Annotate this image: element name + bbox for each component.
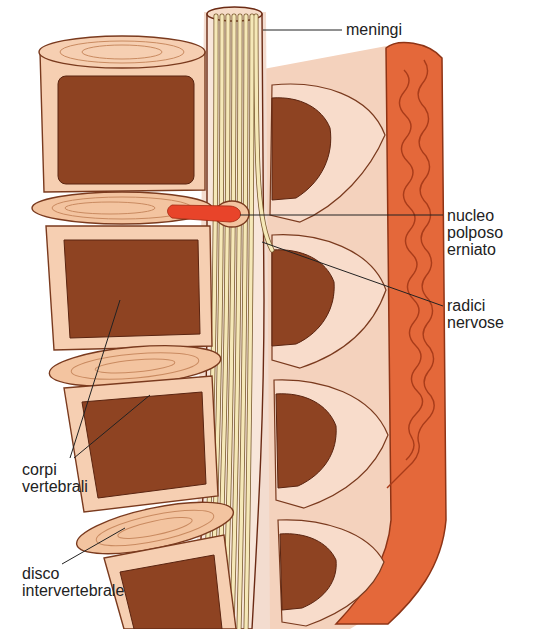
vertebral-body-core bbox=[82, 392, 206, 498]
leader-line bbox=[74, 395, 150, 458]
pedicle bbox=[276, 394, 336, 488]
lamina bbox=[270, 84, 385, 222]
part-label: nucleo polposo erniato bbox=[447, 207, 527, 258]
lamina bbox=[278, 520, 384, 626]
end-plate bbox=[39, 36, 205, 68]
nerve-strand bbox=[225, 16, 234, 629]
pedicle bbox=[272, 98, 331, 200]
end-plate-ring bbox=[60, 41, 184, 63]
part-label: corpi vertebrali bbox=[22, 461, 107, 495]
muscle-fiber bbox=[399, 70, 422, 460]
soft-tissue bbox=[255, 45, 398, 629]
nerve-strand bbox=[239, 16, 246, 629]
nerve-strand bbox=[246, 16, 252, 629]
herniated-nucleus bbox=[168, 205, 241, 222]
vertebral-body-core bbox=[64, 240, 200, 338]
lamina bbox=[272, 235, 386, 368]
part-label: disco intervertebrale bbox=[22, 565, 147, 599]
vertebral-body-core bbox=[120, 555, 222, 629]
vertebral-body bbox=[40, 52, 205, 192]
muscle-fiber bbox=[387, 60, 434, 488]
lamina bbox=[274, 380, 388, 508]
disc-ring bbox=[65, 202, 155, 214]
vertebral-body bbox=[46, 226, 212, 350]
leader-line bbox=[240, 215, 443, 216]
leader-line bbox=[62, 528, 125, 564]
leader-line bbox=[263, 30, 342, 31]
leader-lines bbox=[62, 30, 443, 564]
end-plate-ring bbox=[82, 45, 162, 59]
leader-line bbox=[70, 300, 120, 458]
part-label: radici nervose bbox=[447, 297, 527, 331]
disc-ring bbox=[116, 513, 193, 542]
part-label: meningi bbox=[346, 21, 476, 38]
disc-ring bbox=[95, 357, 176, 376]
pedicle bbox=[280, 534, 336, 610]
nerve-strand bbox=[232, 16, 240, 629]
leader-line bbox=[262, 242, 443, 306]
vertebral-body-core bbox=[58, 76, 194, 184]
